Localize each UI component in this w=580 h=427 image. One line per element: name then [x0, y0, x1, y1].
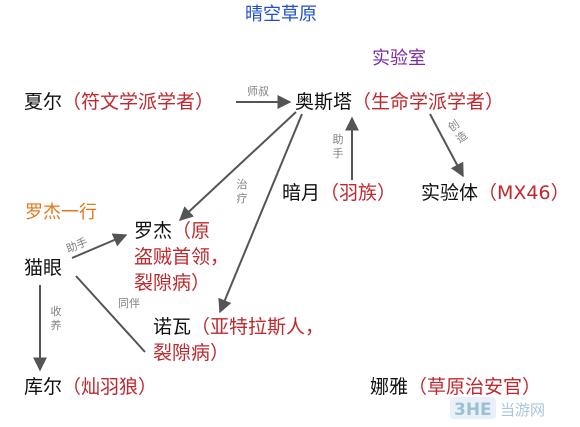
node-luojie-desc-2: 盗贼首领，	[134, 246, 230, 268]
group-label-roger-party: 罗杰一行	[25, 202, 97, 223]
watermark-icon: 3HE 当游网	[450, 397, 545, 420]
node-kuer-name: 库尔	[24, 376, 63, 398]
edge-maoyan-luojie	[71, 233, 128, 259]
node-luojie-desc-3: 裂隙病）	[134, 272, 211, 294]
node-kuer-desc: （灿羽狼）	[62, 376, 158, 398]
edge-label-zhiliao: 治疗	[236, 178, 248, 205]
node-shiyanti-name: 实验体	[421, 182, 479, 204]
node-anyue-desc: （羽族）	[320, 182, 397, 204]
edge-label-shishu: 师叔	[247, 85, 269, 98]
node-nuowa: 诺瓦（亚特拉斯人，	[153, 318, 324, 337]
edge-aosita-luojie	[178, 111, 297, 221]
edge-label-zhushou-anyue: 助手	[332, 133, 344, 160]
watermark-logo: 3HE 当游网	[450, 395, 570, 423]
node-luojie-name: 罗杰	[134, 220, 173, 242]
node-nuowa-name: 诺瓦	[153, 316, 192, 338]
svg-text:3HE: 3HE	[454, 400, 492, 420]
node-aosita: 奥斯塔（生命学派学者）	[295, 93, 504, 112]
node-kuer: 库尔（灿羽狼）	[24, 378, 157, 397]
node-nuowa-desc-2: 裂隙病）	[153, 342, 230, 364]
node-aosita-desc: （生命学派学者）	[352, 91, 505, 113]
edge-aosita-nuowa	[218, 113, 303, 314]
node-nuowa-desc-1: （亚特拉斯人，	[191, 316, 325, 338]
node-maoyan-name: 猫眼	[24, 257, 63, 279]
node-xiaer: 夏尔（符文学派学者）	[24, 93, 214, 112]
node-xiaer-desc: （符文学派学者）	[62, 91, 215, 113]
node-naya-name: 娜雅	[370, 376, 409, 398]
edge-aosita-shiyanti	[429, 113, 464, 178]
node-shiyanti: 实验体（MX46）	[421, 184, 570, 203]
node-maoyan: 猫眼	[24, 259, 62, 278]
node-aosita-name: 奥斯塔	[295, 91, 353, 113]
edge-label-tongban: 同伴	[118, 297, 140, 310]
node-shiyanti-desc: （MX46）	[478, 182, 570, 204]
node-xiaer-name: 夏尔	[24, 91, 63, 113]
node-naya-desc: （草原治安官）	[408, 376, 542, 398]
node-naya: 娜雅（草原治安官）	[370, 378, 541, 397]
svg-text:当游网: 当游网	[500, 401, 545, 419]
node-anyue: 暗月（羽族）	[282, 184, 396, 203]
edge-maoyan-nuowa	[75, 275, 146, 353]
node-luojie-desc-1: （原	[172, 220, 211, 242]
edge-label-shouyang: 收养	[50, 305, 62, 332]
lab-label: 实验室	[372, 48, 426, 69]
diagram-title: 晴空草原	[245, 4, 317, 25]
node-anyue-name: 暗月	[282, 182, 321, 204]
node-luojie: 罗杰（原	[134, 222, 210, 241]
